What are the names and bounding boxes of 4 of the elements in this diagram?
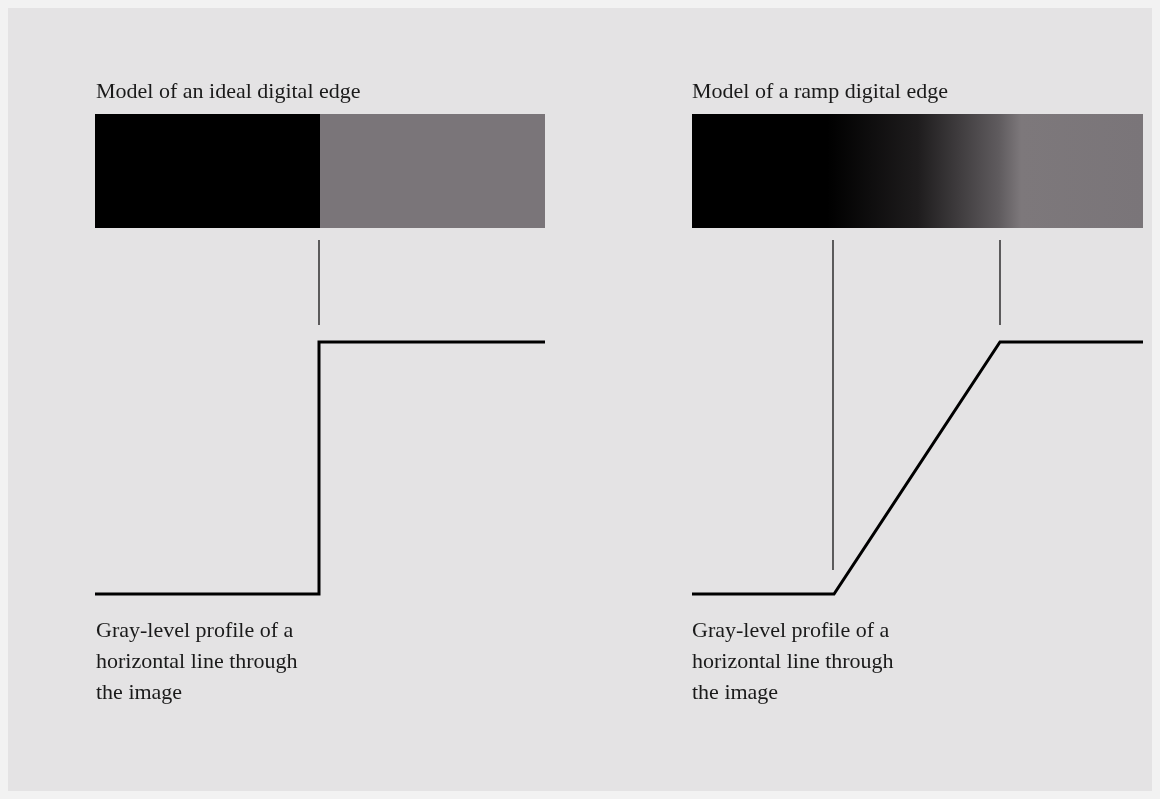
heading: Model of a ramp digital edge xyxy=(692,77,948,105)
caption: Gray-level profile of a horizontal line through the image xyxy=(96,616,299,706)
caption: Gray-level profile of a horizontal line through the image xyxy=(692,616,895,706)
heading: Model of an ideal digital edge xyxy=(96,77,361,105)
